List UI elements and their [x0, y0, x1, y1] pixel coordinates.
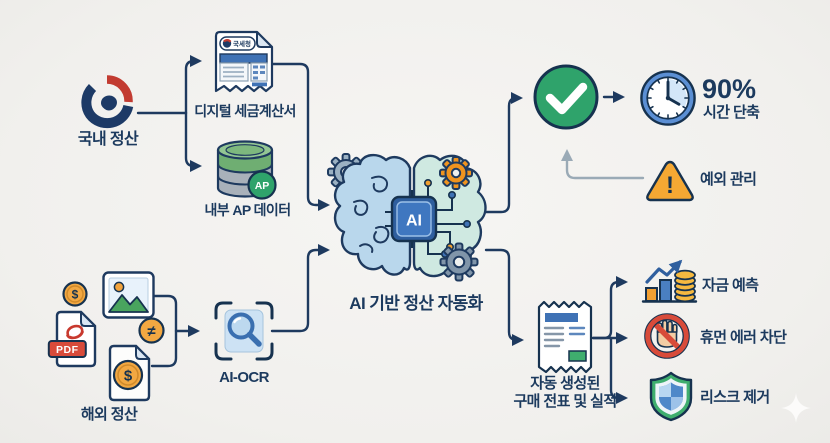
ap-badge	[247, 170, 277, 200]
ap-database-icon: AP	[216, 140, 277, 200]
ai-chip: AI	[385, 190, 438, 248]
no-hand-icon	[644, 313, 690, 359]
invoice-doc-icon: $	[108, 344, 151, 402]
slip-label-line2: 구매 전표 및 실적	[513, 393, 617, 410]
slip-label-line1: 자동 생성된	[530, 375, 600, 392]
check-icon	[533, 64, 599, 130]
time-value: 90%	[702, 74, 757, 104]
ai-ocr-label: AI-OCR	[219, 369, 269, 386]
connector-brain-to-check	[484, 92, 523, 214]
time-label: 시간 단축	[703, 104, 760, 121]
warning-icon: !	[646, 160, 694, 202]
pdf-file-icon: PDF	[47, 310, 97, 368]
tax-invoice-icon: 국세청	[214, 30, 274, 93]
connector-slip-to-risk	[609, 336, 628, 404]
ai-chip-label: AI	[406, 213, 422, 230]
exception-label: 예외 관리	[700, 171, 757, 188]
connector-brain-to-slip	[484, 248, 524, 346]
pdf-badge-label: PDF	[56, 344, 79, 356]
tax-invoice-label: 디지털 세금계산서	[194, 103, 296, 119]
overseas-label: 해외 정산	[80, 406, 138, 423]
connector-invoice-to-brain	[270, 62, 330, 211]
risk-label: 리스크 제거	[700, 389, 770, 406]
forecast-label: 자금 예측	[702, 277, 759, 294]
connector-domestic-to-ap	[184, 111, 202, 172]
dollar-coin-icon: $	[62, 281, 88, 307]
dollar-coin-symbol: $	[72, 288, 79, 302]
ai-ocr-icon	[214, 301, 274, 361]
ap-badge-label: AP	[255, 180, 270, 192]
core-label: AI 기반 정산 자동화	[349, 294, 483, 313]
doc-dollar-symbol: $	[124, 368, 133, 385]
purchase-slip-icon	[537, 300, 593, 374]
gear-orange-icon	[439, 156, 473, 190]
shield-icon	[649, 371, 693, 422]
domestic-label: 국내 정산	[77, 131, 139, 148]
gear-slate-icon	[439, 242, 479, 282]
sparkle-icon	[781, 393, 811, 423]
clock-icon	[640, 70, 696, 126]
nts-badge-label: 국세청	[233, 39, 251, 48]
warning-mark: !	[666, 172, 674, 199]
magnifier-icon	[227, 312, 262, 347]
cash-forecast-icon	[641, 259, 698, 303]
connector-slip-to-forecast	[591, 276, 628, 340]
connector-exception-to-check	[561, 149, 645, 180]
ap-data-label: 내부 AP 데이터	[204, 202, 292, 218]
error-block-label: 휴먼 에러 차단	[700, 329, 787, 346]
connector-ocr-to-brain	[270, 244, 330, 333]
currency-neq-icon: ≠	[138, 317, 165, 344]
ai-brain-icon: AI	[327, 153, 487, 282]
connector-domestic-to-invoice	[184, 55, 202, 115]
image-file-icon	[102, 271, 155, 319]
gov-emblem-icon	[81, 75, 134, 129]
neq-symbol: ≠	[147, 323, 156, 340]
